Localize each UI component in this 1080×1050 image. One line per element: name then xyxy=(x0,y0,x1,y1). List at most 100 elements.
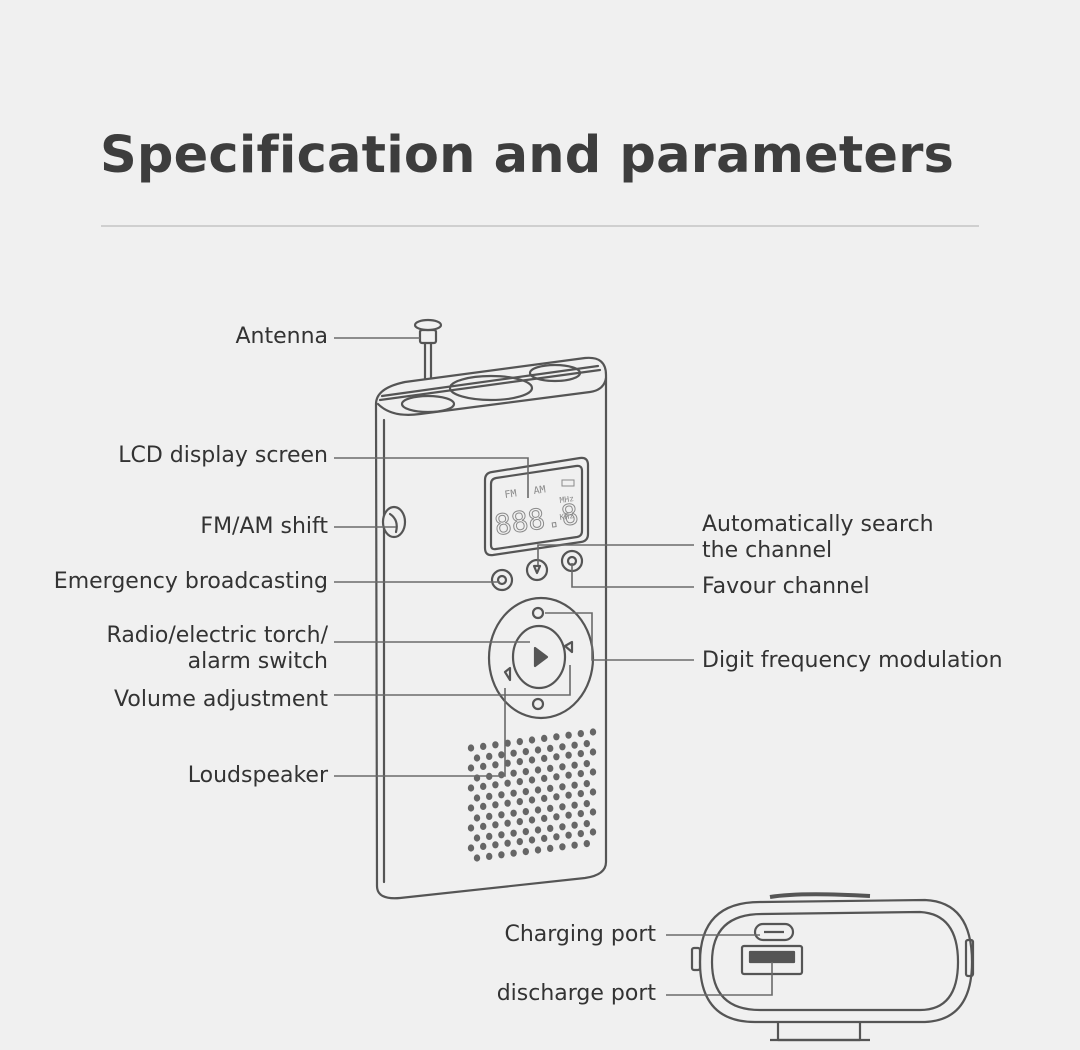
speaker-hole xyxy=(589,748,597,756)
speaker-hole xyxy=(473,754,481,762)
label-volume: Volume adjustment xyxy=(114,687,328,712)
speaker-hole xyxy=(480,822,487,831)
speaker-hole xyxy=(589,808,597,816)
speaker-hole xyxy=(583,800,590,808)
speaker-hole xyxy=(486,752,493,761)
label-radio-switch: Radio/electric torch/ alarm switch xyxy=(107,623,328,675)
lcd-unit-mhz: MHz xyxy=(559,494,575,505)
speaker-hole xyxy=(571,841,578,849)
speaker-hole xyxy=(473,854,481,862)
speaker-hole xyxy=(565,791,572,799)
speaker-hole xyxy=(492,781,499,789)
speaker-hole xyxy=(498,791,505,799)
speaker-hole xyxy=(571,801,578,809)
speaker-hole xyxy=(473,834,481,842)
speaker-hole xyxy=(467,744,475,752)
speaker-hole xyxy=(528,796,536,804)
speaker-hole xyxy=(583,740,590,748)
speaker-hole xyxy=(565,831,572,839)
page-title: Specification and parameters xyxy=(100,126,955,185)
speaker-hole xyxy=(522,788,529,796)
speaker-hole xyxy=(516,738,523,746)
speaker-hole xyxy=(559,823,566,831)
speaker-hole xyxy=(547,784,554,793)
speaker-hole xyxy=(510,749,517,757)
speaker-hole xyxy=(577,750,584,758)
label-favour: Favour channel xyxy=(702,574,870,599)
speaker-hole xyxy=(534,766,542,774)
speaker-hole xyxy=(571,761,578,769)
speaker-hole xyxy=(583,820,590,828)
speaker-hole xyxy=(492,801,499,809)
speaker-hole xyxy=(510,849,517,857)
speaker-hole xyxy=(565,751,572,759)
speaker-hole xyxy=(553,793,560,801)
speaker-hole xyxy=(553,833,560,841)
speaker-hole xyxy=(522,768,529,776)
speaker-hole xyxy=(559,783,566,791)
speaker-hole xyxy=(498,831,505,839)
speaker-hole xyxy=(480,742,487,751)
control-pad xyxy=(487,596,595,720)
label-auto-line1: Automatically search xyxy=(702,512,934,537)
speaker-hole xyxy=(559,843,566,851)
label-auto-search: Automatically search the channel xyxy=(702,512,934,564)
lcd-band-fm: FM xyxy=(504,488,517,501)
speaker-hole xyxy=(547,844,554,853)
speaker-hole xyxy=(516,818,523,826)
label-radio-line2: alarm switch xyxy=(187,649,328,674)
speaker-hole xyxy=(541,754,548,763)
speaker-hole xyxy=(541,794,548,803)
speaker-hole xyxy=(473,794,481,802)
label-fm-am: FM/AM shift xyxy=(200,514,328,539)
speaker-hole xyxy=(534,826,542,834)
speaker-hole xyxy=(571,741,578,749)
speaker-hole xyxy=(510,829,517,837)
speaker-hole xyxy=(565,731,572,739)
speaker-hole xyxy=(486,852,493,861)
speaker-hole xyxy=(498,751,505,759)
function-buttons xyxy=(490,549,584,592)
fm-am-switch-part xyxy=(381,505,407,539)
speaker-hole xyxy=(565,811,572,819)
speaker-hole xyxy=(480,842,487,851)
speaker-hole xyxy=(516,838,523,846)
speaker-hole xyxy=(492,841,499,849)
speaker-hole xyxy=(559,763,566,771)
speaker-hole xyxy=(534,786,542,794)
speaker-hole xyxy=(486,812,493,821)
port-view xyxy=(690,892,975,1042)
speaker-hole xyxy=(504,779,511,787)
speaker-hole xyxy=(577,830,584,838)
speaker-hole xyxy=(504,739,511,747)
label-charging: Charging port xyxy=(504,922,656,947)
speaker-hole xyxy=(473,814,481,822)
speaker-hole xyxy=(534,746,542,754)
speaker-hole xyxy=(547,824,554,833)
speaker-hole xyxy=(467,824,475,832)
speaker-hole xyxy=(541,734,548,743)
speaker-hole xyxy=(547,744,554,753)
speaker-hole xyxy=(510,769,517,777)
speaker-hole xyxy=(504,839,511,847)
speaker-hole xyxy=(504,759,511,767)
speaker-hole xyxy=(528,816,536,824)
speaker-hole xyxy=(583,780,590,788)
label-auto-line2: the channel xyxy=(702,538,833,563)
speaker-hole xyxy=(498,771,505,779)
leader-lines xyxy=(334,337,773,996)
speaker-hole xyxy=(541,834,548,843)
label-radio-line1: Radio/electric torch/ xyxy=(106,623,328,648)
speaker-hole xyxy=(577,730,584,738)
speaker-hole xyxy=(528,756,536,764)
speaker-hole xyxy=(480,802,487,811)
speaker-hole xyxy=(522,748,529,756)
speaker-hole xyxy=(498,811,505,819)
speaker-hole xyxy=(480,782,487,791)
speaker-hole xyxy=(565,771,572,779)
speaker-hole xyxy=(541,774,548,783)
speaker-hole xyxy=(498,851,505,859)
speaker-hole xyxy=(571,781,578,789)
speaker-grille xyxy=(467,728,597,862)
label-discharge: discharge port xyxy=(496,981,656,1006)
